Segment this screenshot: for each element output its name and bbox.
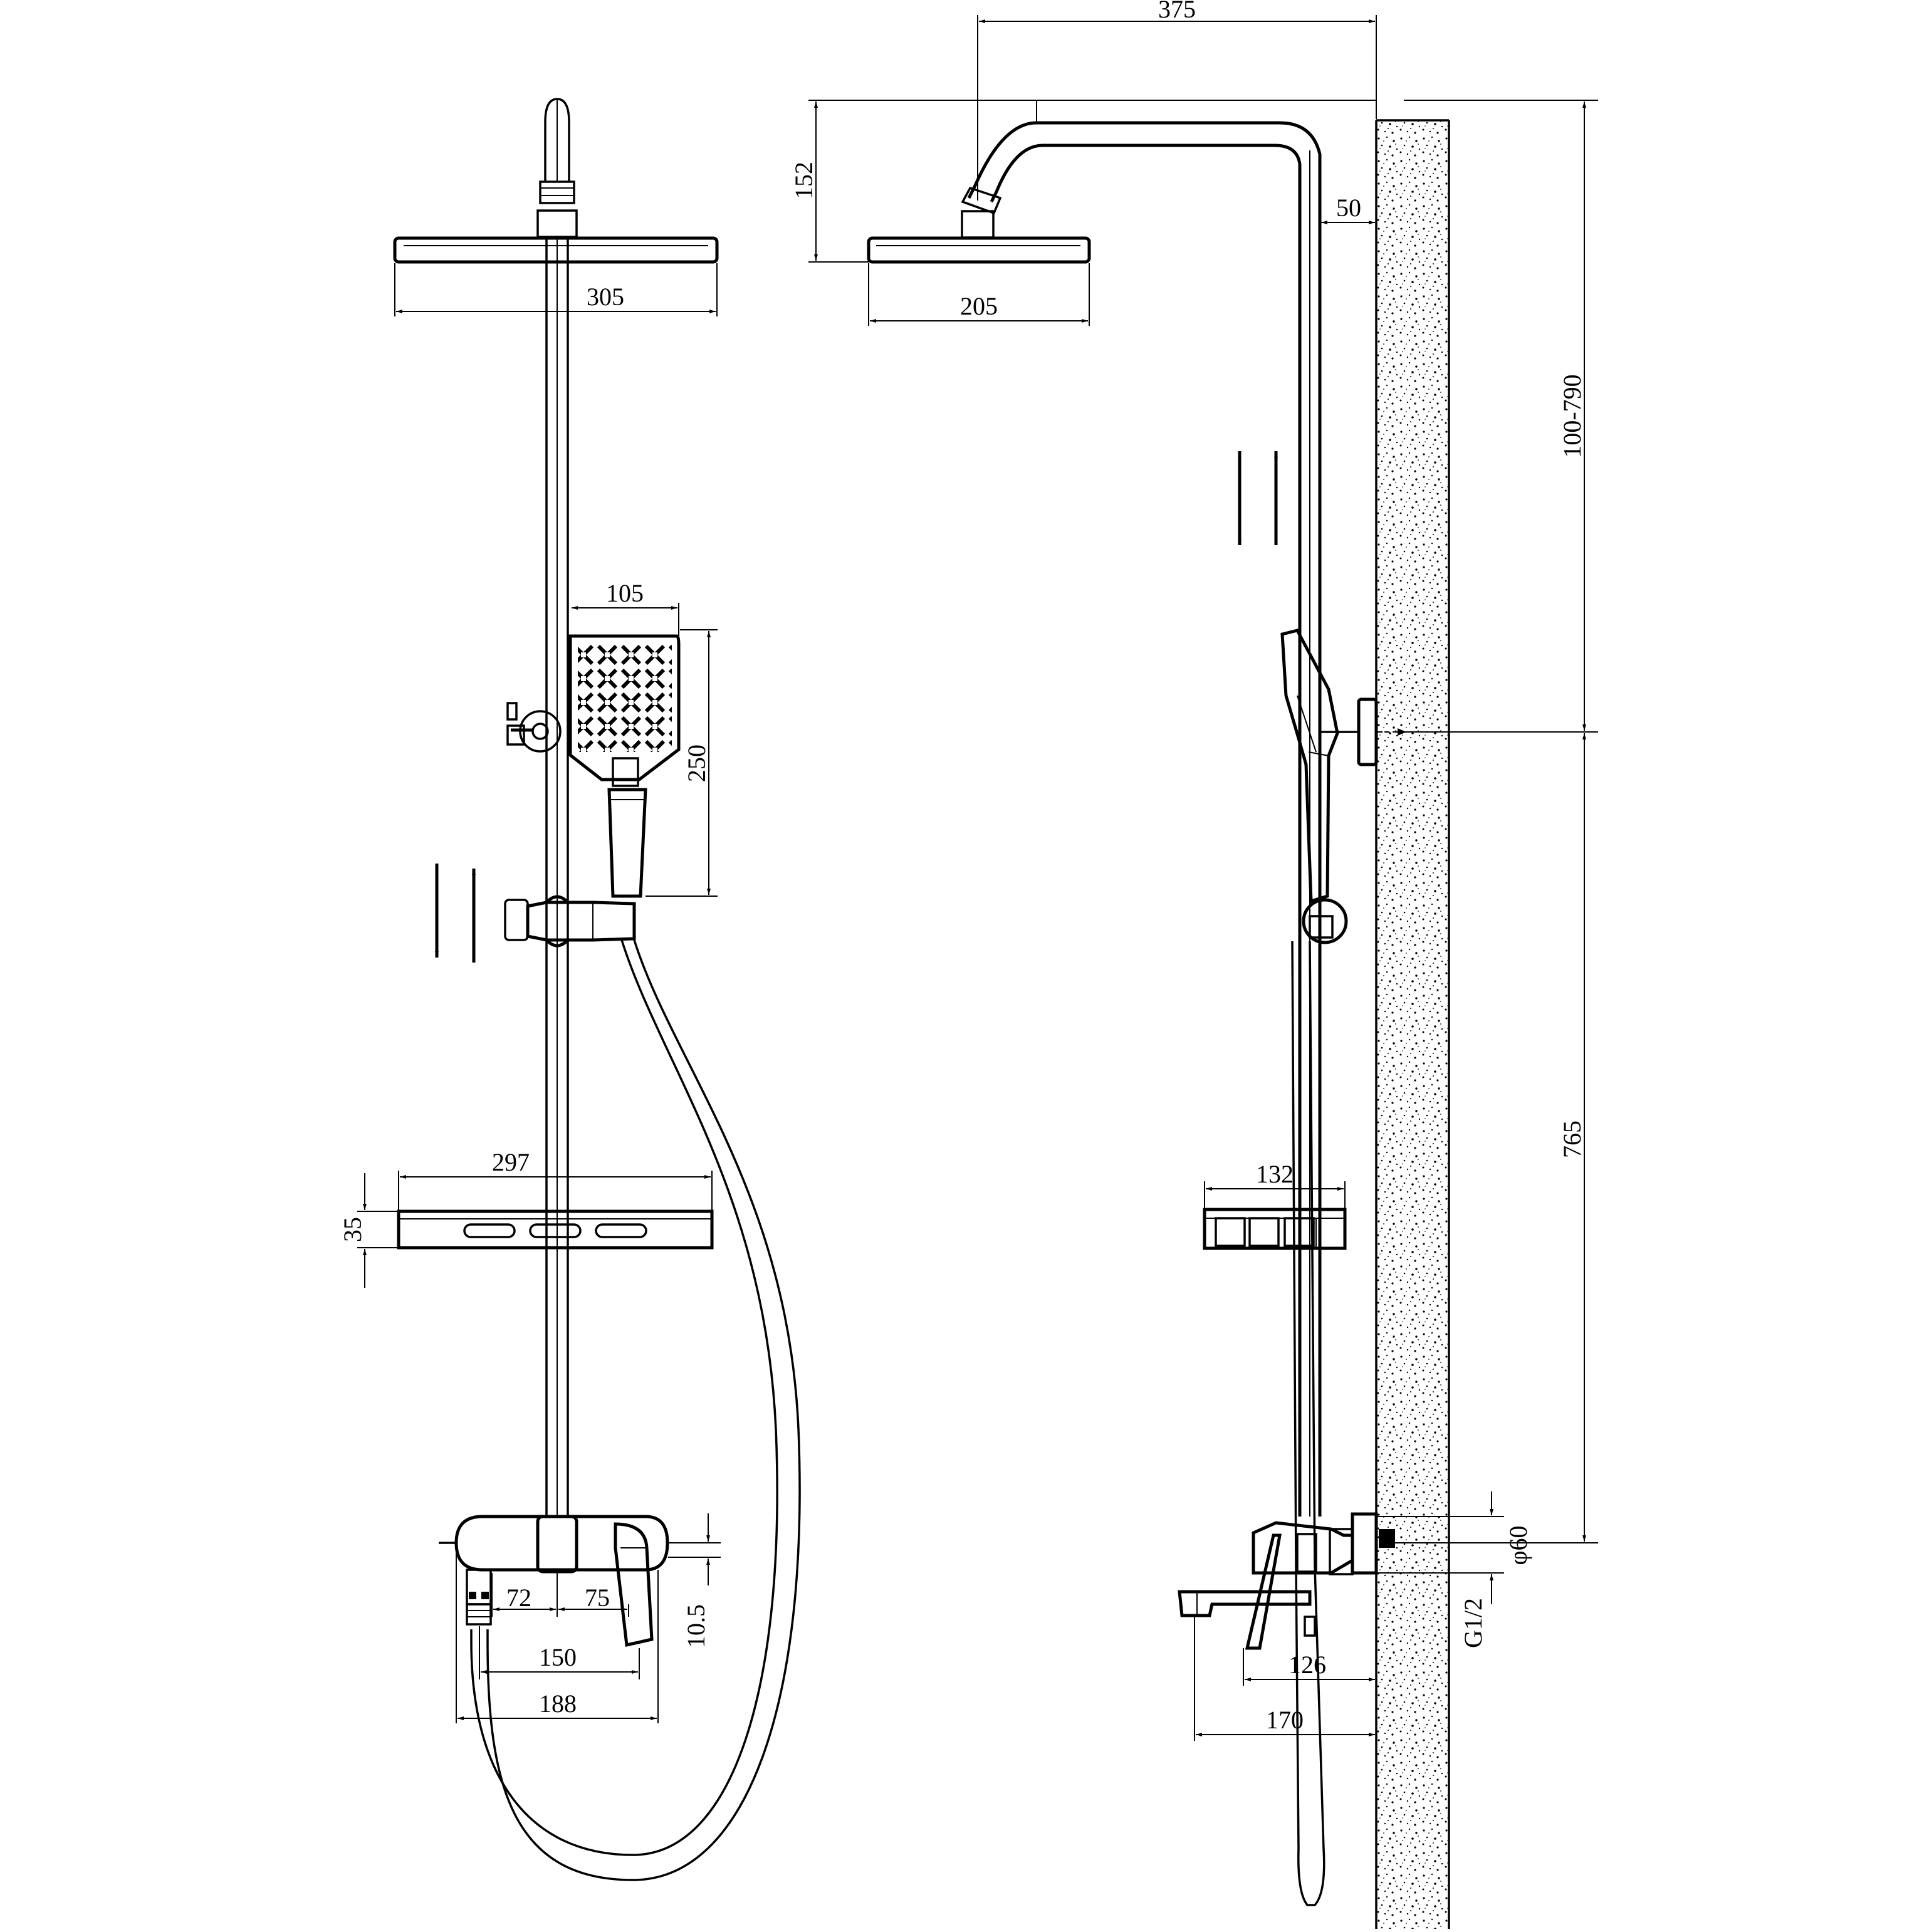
dim-head-depth: 205 (868, 263, 1090, 326)
dim-mixer-width: 188 (456, 1548, 659, 1723)
side-wall-bracket (1320, 697, 1406, 766)
dim-head-drop-label: 152 (790, 162, 818, 199)
front-arm-stub (544, 98, 570, 182)
dim-height-adjust: 100-790 (1404, 100, 1598, 733)
thread-callout: G1/2 (1459, 1598, 1487, 1648)
dim-arm-reach: 375 (977, 0, 1377, 201)
side-shower-head (867, 236, 1091, 264)
dim-shelf-width: 297 (398, 1148, 713, 1211)
slide-direction-arrows (435, 864, 476, 963)
side-shower-arm (967, 100, 1376, 1517)
front-riser-pipe (545, 238, 569, 1517)
side-mixer (1178, 1521, 1354, 1650)
handset-nozzle-grid-icon (578, 642, 672, 752)
side-hose (1291, 941, 1325, 1906)
dim-handset-height-label: 250 (682, 744, 711, 782)
dim-flange-diameter: φ60 (1490, 1491, 1532, 1604)
dim-bracket-to-inlet: 765 (1554, 733, 1598, 1543)
dim-lever-offset: 10.5 (668, 1513, 721, 1648)
front-slide-holder (504, 895, 636, 948)
dim-shelf-height-label: 35 (338, 1217, 367, 1242)
dim-head-width-label: 305 (587, 283, 624, 311)
dim-handset-height: 250 (646, 629, 718, 897)
dim-spout-depth: 170 (1194, 1617, 1375, 1741)
dim-height-adjust-label: 100-790 (1558, 374, 1586, 457)
dim-shelf-depth-label: 132 (1256, 1160, 1294, 1188)
dim-lever-offset-label: 10.5 (682, 1604, 710, 1648)
front-diverter-lever (506, 702, 562, 753)
dim-offset-left-label: 72 (506, 1584, 531, 1612)
front-hose (470, 939, 801, 1881)
front-swivel-nut (536, 180, 578, 238)
dim-mixer-depth: 126 (1243, 1648, 1375, 1686)
dim-flange-diameter-label: φ60 (1504, 1525, 1532, 1565)
front-view: 305 105 250 (338, 98, 801, 1881)
side-handset (1280, 629, 1339, 904)
front-mixer (439, 1515, 669, 1647)
dim-mixer-offsets: 72 75 (491, 1573, 629, 1617)
dim-wall-gap: 50 (1319, 194, 1375, 232)
side-slide-direction-arrows (1238, 451, 1278, 545)
front-handset (568, 634, 681, 898)
side-soap-shelf (1203, 1208, 1347, 1250)
dim-inlet-spacing: 150 (479, 1626, 640, 1679)
dim-bracket-to-inlet-label: 765 (1558, 1120, 1586, 1158)
dim-spout-depth-label: 170 (1266, 1706, 1304, 1734)
dim-handset-width: 105 (572, 579, 679, 636)
dim-wall-gap-label: 50 (1336, 194, 1361, 222)
side-view: 375 152 50 205 (790, 0, 1598, 1929)
front-soap-shelf (397, 1209, 714, 1250)
side-slide-holder (1302, 898, 1348, 944)
dim-inlet-spacing-label: 150 (539, 1643, 577, 1671)
dim-arm-reach-label: 375 (1158, 0, 1196, 23)
dim-handset-width-label: 105 (606, 579, 644, 607)
wall-section (1375, 119, 1450, 1929)
thread-label: G1/2 (1459, 1598, 1487, 1648)
front-shower-head (393, 236, 719, 264)
dim-head-drop: 152 (790, 100, 1037, 263)
front-hose-connector (466, 1569, 492, 1626)
dim-shelf-width-label: 297 (492, 1148, 530, 1176)
dim-mixer-width-label: 188 (539, 1689, 577, 1718)
side-swivel-nut (961, 186, 1002, 239)
dim-head-width: 305 (394, 263, 718, 316)
dim-mixer-depth-label: 126 (1289, 1651, 1326, 1679)
dim-offset-right-label: 75 (585, 1584, 610, 1612)
dim-shelf-depth: 132 (1204, 1160, 1346, 1209)
dim-head-depth-label: 205 (960, 292, 998, 320)
dim-shelf-height: 35 (338, 1173, 399, 1288)
